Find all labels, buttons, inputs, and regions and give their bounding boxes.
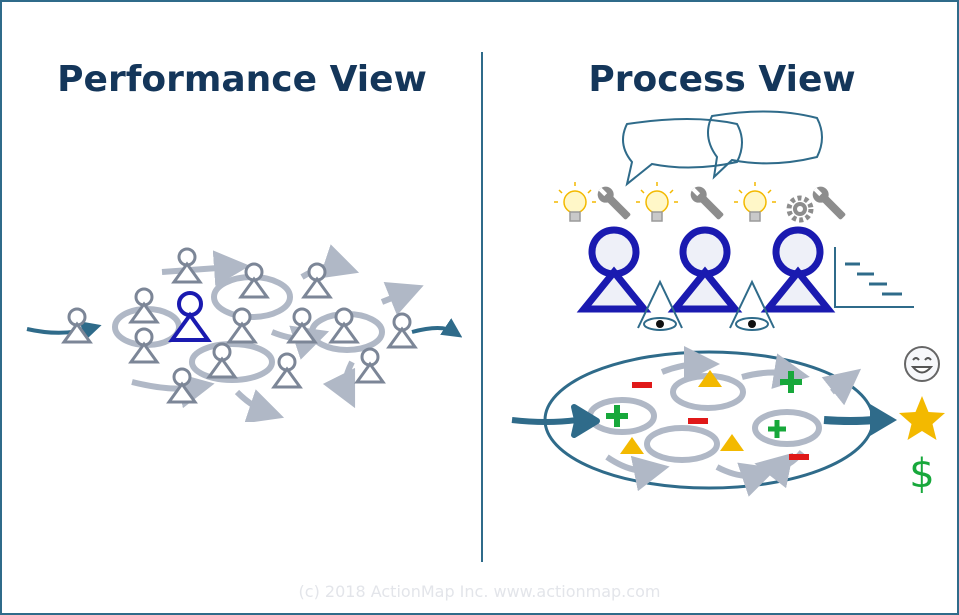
person-icon — [128, 287, 160, 324]
copyright-footer: (c) 2018 ActionMap Inc. www.actionmap.co… — [298, 582, 661, 601]
triangle-icon — [698, 370, 722, 387]
minus-icon — [789, 454, 809, 460]
output-flow-arrow — [411, 318, 462, 338]
star-icon — [899, 396, 945, 440]
eye-icon — [637, 279, 683, 331]
person-icon — [61, 307, 93, 344]
process-output-arrow — [823, 416, 875, 425]
lightbulb-icon — [734, 182, 776, 222]
triangle-icon — [620, 437, 644, 454]
plus-icon — [606, 405, 628, 427]
speech-bubble-icon — [622, 110, 823, 187]
person-icon — [354, 347, 386, 384]
wrench-icon — [597, 186, 631, 220]
process-view-title: Process View — [588, 59, 856, 100]
person-icon — [206, 342, 238, 379]
plus-icon — [768, 420, 786, 438]
person-icon-highlighted — [760, 226, 836, 313]
dollar-icon: $ — [909, 451, 934, 497]
person-icon — [301, 262, 333, 299]
lightbulb-icon — [554, 182, 596, 222]
person-icon-highlighted — [576, 226, 652, 313]
smiley-icon — [904, 346, 940, 382]
person-icon — [226, 307, 258, 344]
wrench-icon — [690, 186, 724, 220]
lightbulb-icon — [636, 182, 678, 222]
process-arrows — [605, 346, 862, 497]
minus-icon — [632, 382, 652, 388]
person-icon-highlighted — [667, 226, 743, 313]
process-output-arrowhead — [870, 404, 897, 436]
person-icon — [328, 307, 360, 344]
person-icon — [286, 307, 318, 344]
gear-icon — [786, 195, 814, 223]
center-divider — [481, 52, 483, 562]
minus-icon — [688, 418, 708, 424]
process-input-arrow — [511, 404, 600, 438]
person-icon — [166, 367, 198, 404]
person-icon — [128, 327, 160, 364]
person-icon — [238, 262, 270, 299]
person-icon-highlighted — [168, 291, 212, 342]
staircase-icon — [834, 247, 914, 308]
person-icon — [386, 312, 418, 349]
person-icon — [171, 247, 203, 284]
process-view-illustration: $ — [511, 110, 945, 497]
triangle-icon — [720, 434, 744, 451]
eye-icon — [729, 279, 775, 331]
input-flow-arrow — [26, 321, 102, 341]
person-icon — [271, 352, 303, 389]
performance-view-title: Performance View — [57, 59, 427, 100]
performance-view-illustration — [26, 244, 462, 422]
plus-icon — [780, 371, 802, 393]
wrench-icon — [812, 186, 846, 220]
